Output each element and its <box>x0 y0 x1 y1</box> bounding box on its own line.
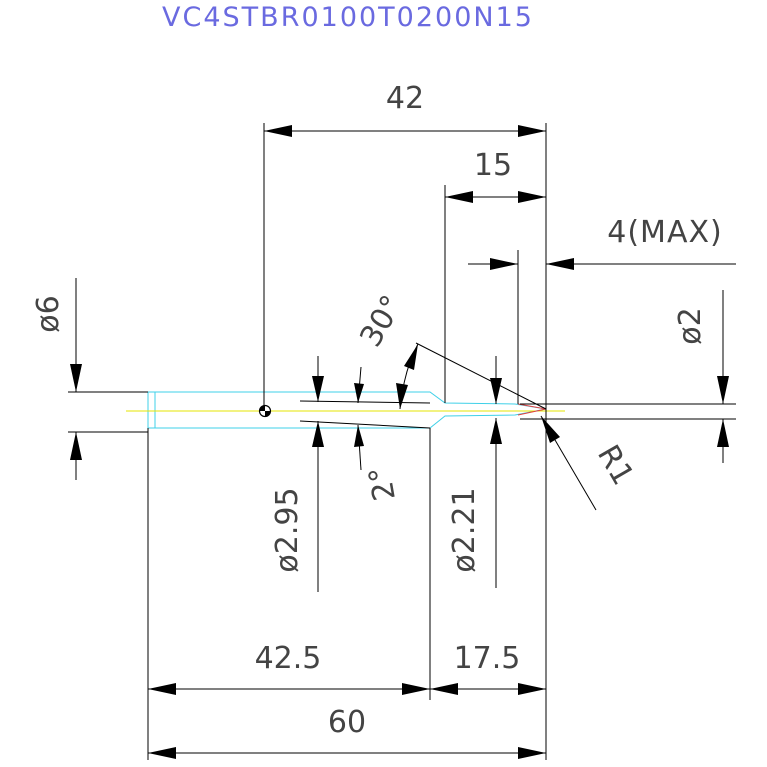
dim-angle-30: 30° <box>353 289 547 410</box>
dim-17-5: 17.5 <box>430 641 546 695</box>
dim-15-label: 15 <box>474 148 512 183</box>
dim-dia295: ø2.95 <box>270 356 324 592</box>
dim-17-5-label: 17.5 <box>454 641 521 676</box>
dim-4max-label: 4(MAX) <box>607 215 722 250</box>
dim-42: 42 <box>264 81 546 137</box>
dim-60: 60 <box>148 705 546 759</box>
dim-angle-30-label: 30° <box>353 289 410 353</box>
dim-4max: 4(MAX) <box>468 215 736 270</box>
dim-dia221-label: ø2.21 <box>447 487 482 572</box>
dim-42-5-label: 42.5 <box>255 641 322 676</box>
dim-42-label: 42 <box>386 81 424 116</box>
dim-dia6-label: ø6 <box>31 295 66 332</box>
tool-profile <box>126 391 565 429</box>
dim-angle-2-label: 2° <box>362 464 402 504</box>
dim-dia295-label: ø2.95 <box>270 487 305 572</box>
dim-angle-2: 2° <box>299 366 431 504</box>
tool-outline <box>147 391 547 429</box>
dim-dia221: ø2.21 <box>447 356 502 588</box>
datum-mark-fill <box>265 411 271 417</box>
drawing-title: VC4STBR0100T0200N15 <box>162 2 534 33</box>
dim-15: 15 <box>445 148 546 203</box>
dim-dia2-label: ø2 <box>673 307 708 344</box>
dim-dia6: ø6 <box>31 278 148 480</box>
dim-42-5: 42.5 <box>148 641 430 695</box>
dim-radius-r1: R1 <box>540 415 640 511</box>
dim-radius-r1-label: R1 <box>590 439 640 491</box>
dim-dia2: ø2 <box>520 290 736 463</box>
dim-60-label: 60 <box>328 705 366 740</box>
